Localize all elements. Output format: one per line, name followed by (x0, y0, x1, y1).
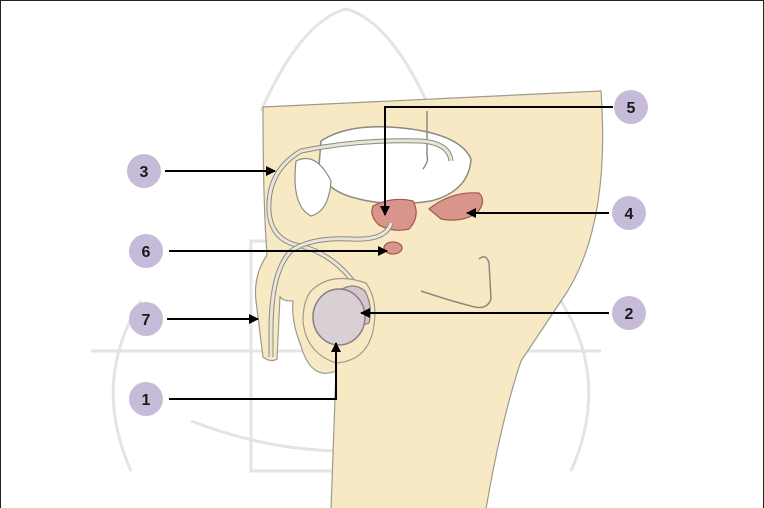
bulbourethral-gland (384, 242, 402, 254)
callout-5: 5 (614, 90, 648, 124)
callout-2: 2 (612, 296, 646, 330)
bladder (319, 127, 471, 204)
callout-3: 3 (127, 154, 161, 188)
callout-7: 7 (129, 302, 163, 336)
callout-6: 6 (129, 234, 163, 268)
callout-label-4: 4 (625, 206, 634, 223)
callout-label-3: 3 (140, 164, 149, 181)
testis (313, 289, 365, 345)
callout-4: 4 (612, 196, 646, 230)
callout-1: 1 (129, 382, 163, 416)
callout-label-2: 2 (625, 306, 634, 323)
callout-label-5: 5 (627, 100, 636, 117)
callout-label-6: 6 (142, 244, 151, 261)
callout-label-7: 7 (142, 312, 151, 329)
callout-label-1: 1 (142, 392, 151, 409)
